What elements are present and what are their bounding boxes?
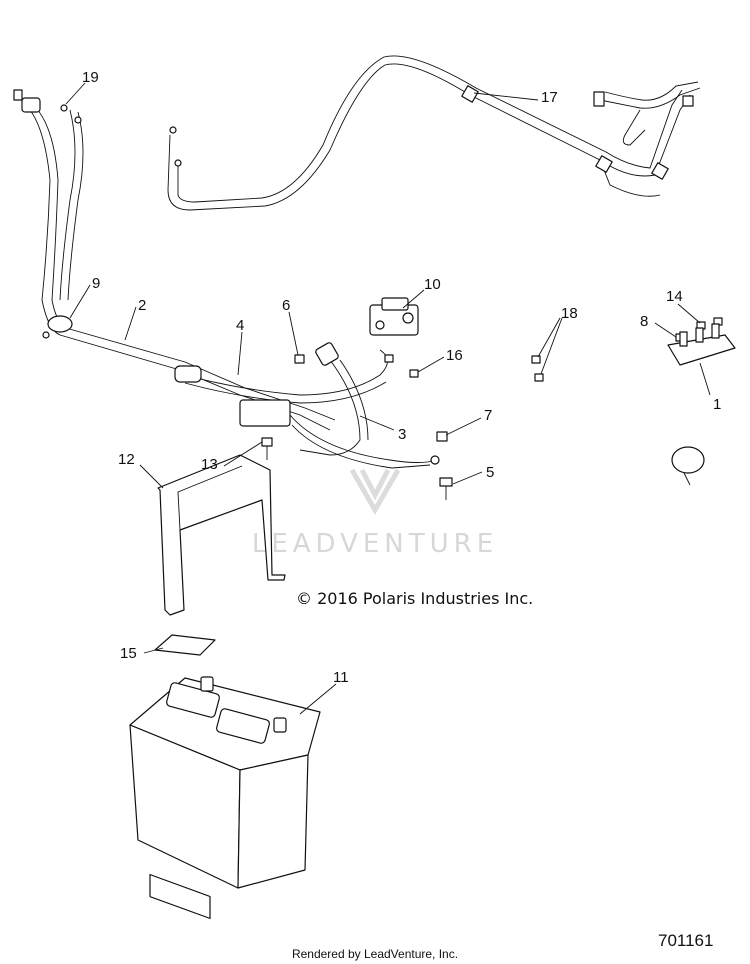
callout-8: 8 xyxy=(640,313,648,330)
screw-18a xyxy=(531,355,541,364)
watermark-text: LEADVENTURE xyxy=(252,529,498,559)
copyright-text: © 2016 Polaris Industries Inc. xyxy=(296,589,533,608)
leader-lines xyxy=(65,82,711,715)
callout-4: 4 xyxy=(236,317,244,334)
callout-12: 12 xyxy=(118,451,135,468)
cable-3-4 xyxy=(174,342,440,469)
callouts: 1 2 3 4 5 6 7 8 9 10 11 12 13 14 15 16 1… xyxy=(82,69,721,686)
callout-19: 19 xyxy=(82,69,99,86)
callout-6: 6 xyxy=(282,297,290,314)
callout-13: 13 xyxy=(201,456,218,473)
callout-14: 14 xyxy=(666,288,683,305)
callout-16: 16 xyxy=(446,347,463,364)
callout-10: 10 xyxy=(424,276,441,293)
callout-2: 2 xyxy=(138,297,146,314)
clamp xyxy=(671,446,705,474)
callout-1: 1 xyxy=(713,396,721,413)
callout-17: 17 xyxy=(541,89,558,106)
callout-5: 5 xyxy=(486,464,494,481)
watermark: LEADVENTURE xyxy=(252,468,498,559)
bracket-12 xyxy=(157,454,286,616)
footer-text: Rendered by LeadVenture, Inc. xyxy=(292,947,458,961)
solenoid-10 xyxy=(369,297,419,336)
main-harness-2 xyxy=(13,89,336,431)
label-15 xyxy=(154,634,216,656)
callout-18: 18 xyxy=(561,305,578,322)
callout-15: 15 xyxy=(120,645,137,662)
nut-6 xyxy=(294,354,305,364)
callout-7: 7 xyxy=(484,407,492,424)
screw-16a xyxy=(384,354,394,363)
figure-id: 701161 xyxy=(658,931,713,950)
terminal-block-1 xyxy=(667,323,736,486)
callout-3: 3 xyxy=(398,426,406,443)
battery-11 xyxy=(129,676,321,920)
callout-9: 9 xyxy=(92,275,100,292)
callout-11: 11 xyxy=(333,669,349,686)
screw-13-head xyxy=(261,437,273,447)
cable-assembly-17 xyxy=(167,55,701,211)
screw-16b xyxy=(409,369,419,378)
nut-18b xyxy=(534,373,544,382)
nut-7 xyxy=(436,431,448,442)
bolt-5-head xyxy=(439,477,453,487)
